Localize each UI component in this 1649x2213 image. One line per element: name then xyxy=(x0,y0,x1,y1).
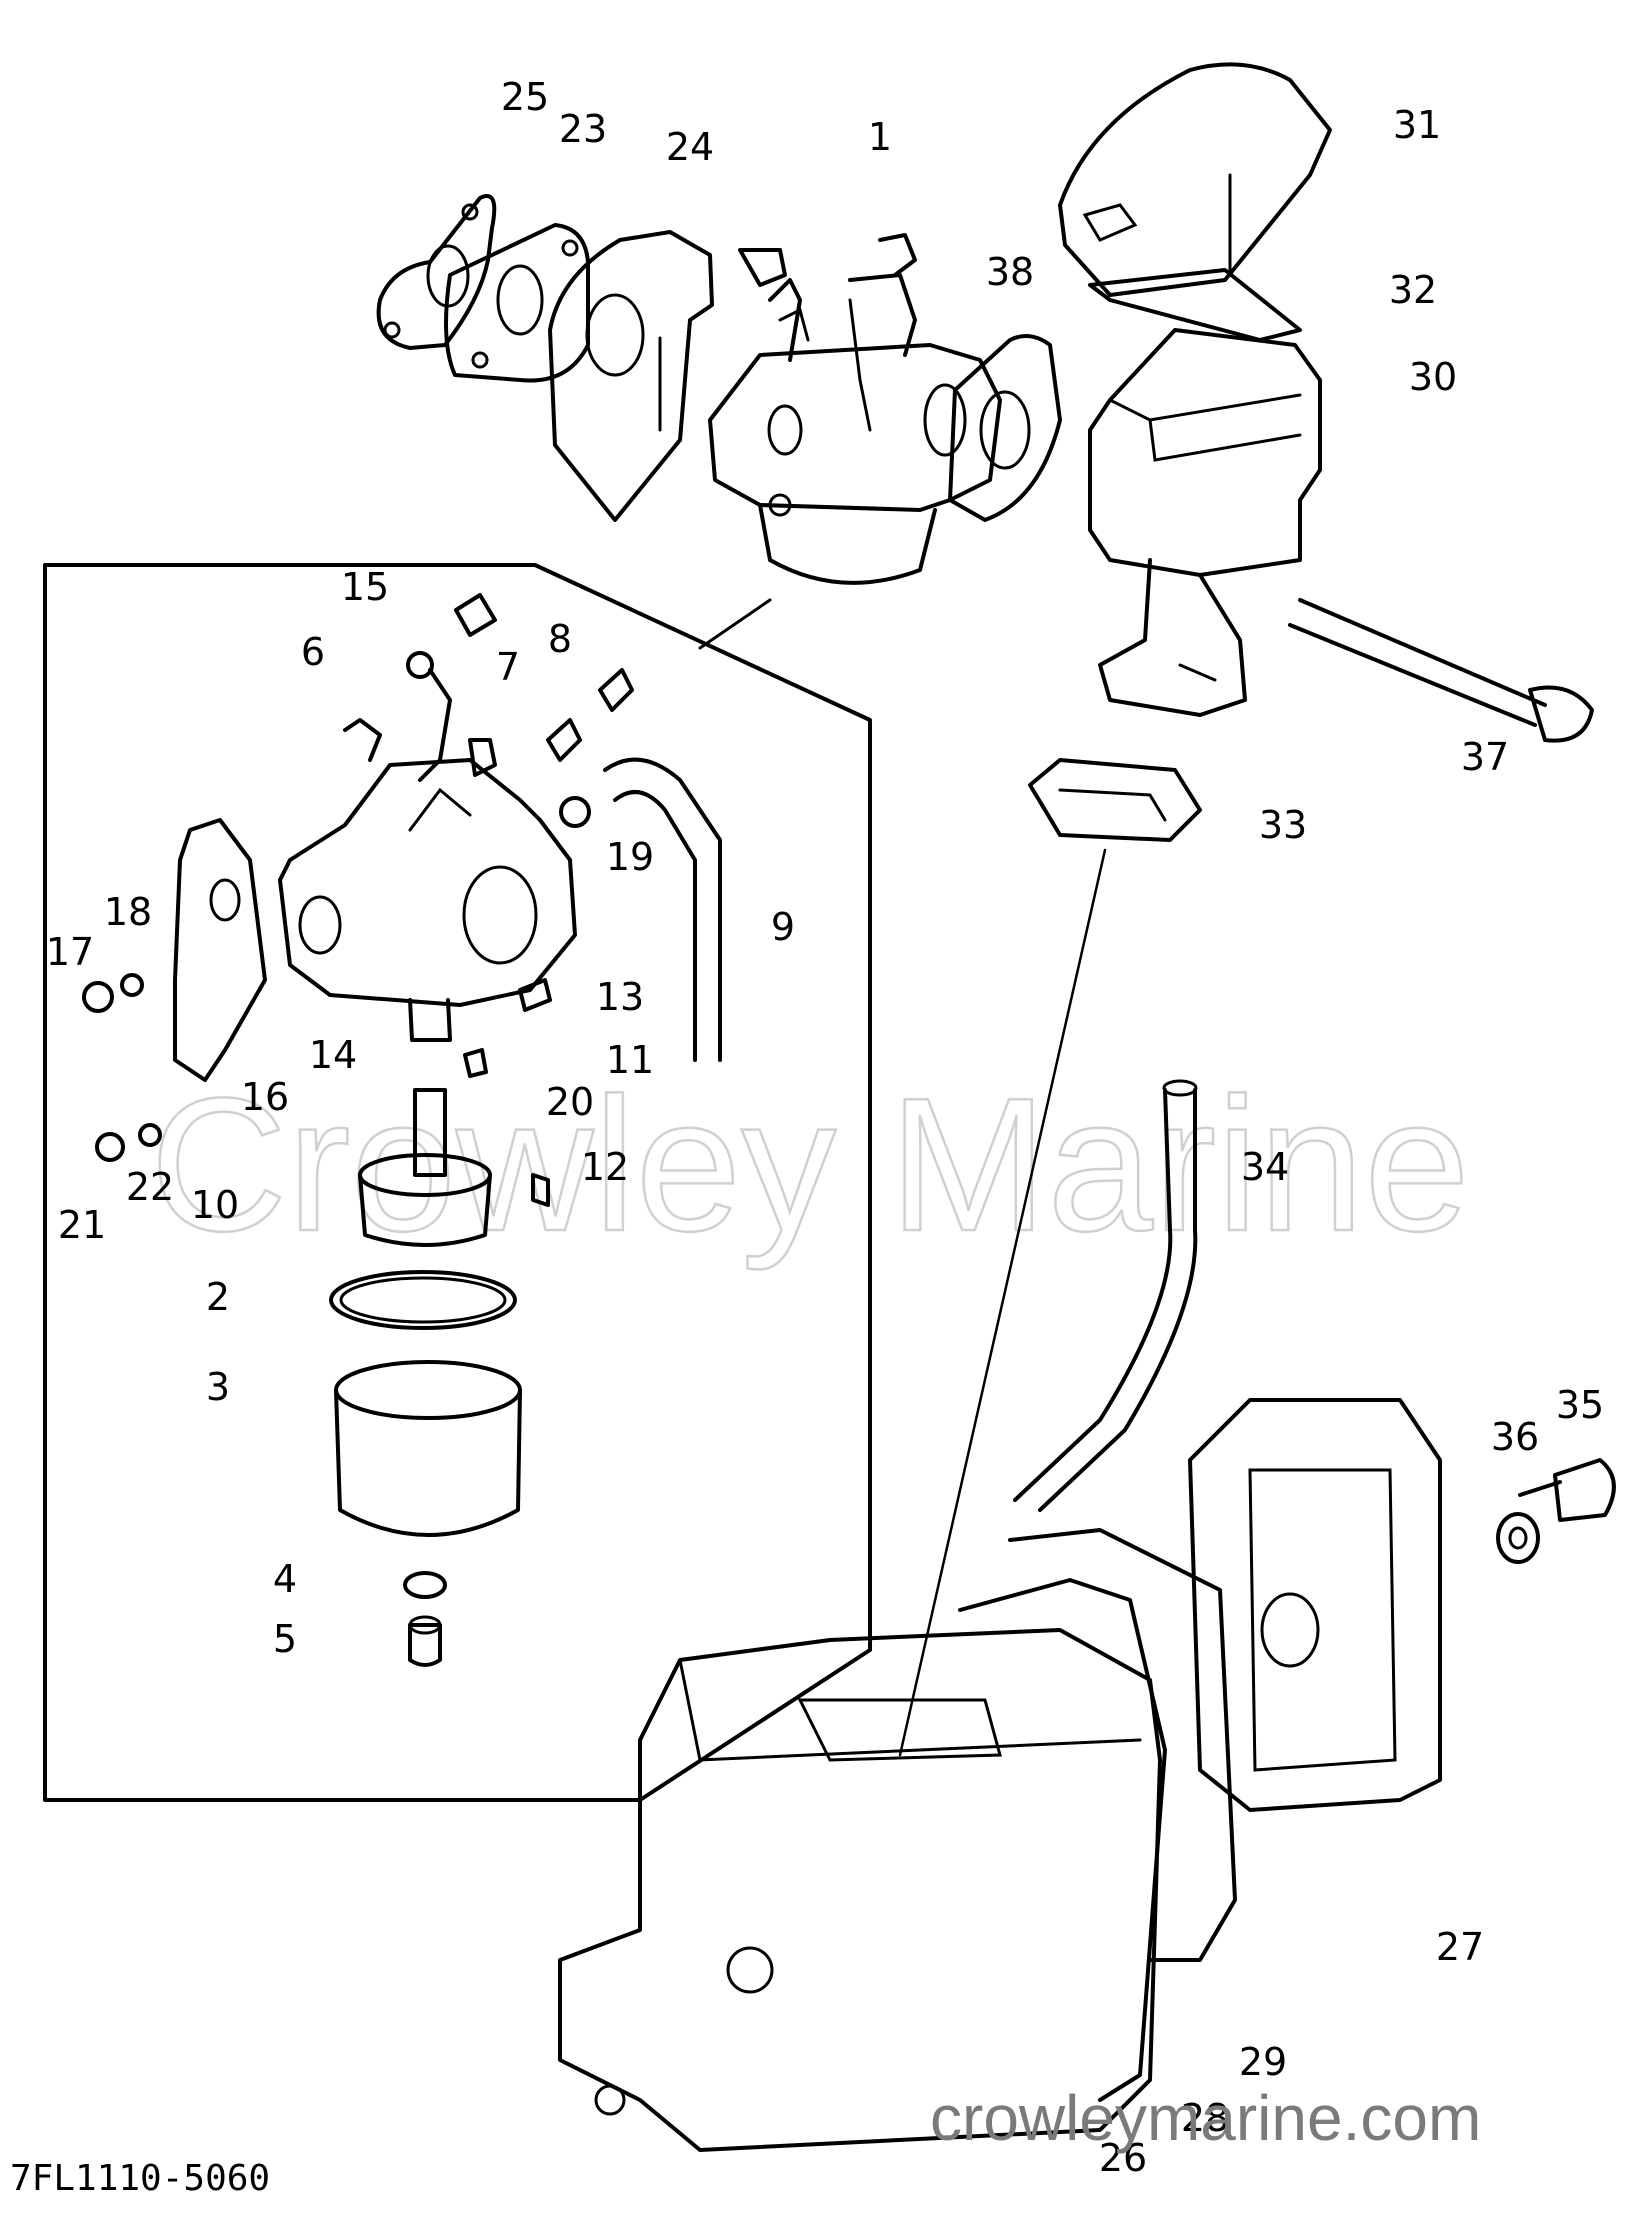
callout-24: 24 xyxy=(666,125,714,169)
callout-35: 35 xyxy=(1556,1383,1604,1427)
callout-36: 36 xyxy=(1491,1415,1539,1459)
callout-9: 9 xyxy=(771,905,795,949)
callout-20: 20 xyxy=(546,1080,594,1124)
bolt-37 xyxy=(1288,598,1594,743)
callout-22: 22 xyxy=(126,1165,174,1209)
inset-frame xyxy=(43,563,872,1802)
float-10 xyxy=(358,1153,492,1247)
callout-6: 6 xyxy=(301,630,325,674)
callout-2: 2 xyxy=(206,1275,230,1319)
callout-34: 34 xyxy=(1241,1145,1289,1189)
diagram-code: 7FL1110-5060 xyxy=(10,2158,270,2199)
callout-17: 17 xyxy=(46,930,94,974)
website-text: crowleymarine.com xyxy=(930,2082,1481,2154)
callout-11: 11 xyxy=(606,1038,654,1082)
drain-screw-5 xyxy=(408,1615,442,1667)
silencer-case-26 xyxy=(558,1628,1162,2152)
callout-15: 15 xyxy=(341,565,389,609)
small-screws-detail xyxy=(82,593,634,1207)
callout-1: 1 xyxy=(868,115,892,159)
callout-27: 27 xyxy=(1436,1925,1484,1969)
cover-27 xyxy=(1188,1398,1442,1812)
callout-25: 25 xyxy=(501,75,549,119)
float-needle-14 xyxy=(413,1088,447,1177)
silencer-cover-31 xyxy=(1058,62,1332,297)
callout-14: 14 xyxy=(309,1033,357,1077)
callout-18: 18 xyxy=(104,890,152,934)
callout-8: 8 xyxy=(548,617,572,661)
seal-29 xyxy=(1008,1528,1237,1962)
callout-28: 28 xyxy=(1181,2096,1229,2140)
gasket-25 xyxy=(376,194,497,350)
seal-32 xyxy=(1088,268,1302,342)
callout-21: 21 xyxy=(58,1203,106,1247)
o-ring-2 xyxy=(329,1270,517,1330)
carburetor-body-1 xyxy=(708,233,1002,585)
callout-13: 13 xyxy=(596,975,644,1019)
washer-4 xyxy=(403,1571,447,1599)
float-bowl-3 xyxy=(334,1360,522,1537)
callout-37: 37 xyxy=(1461,735,1509,779)
callout-12: 12 xyxy=(581,1145,629,1189)
callout-38: 38 xyxy=(986,250,1034,294)
callout-19: 19 xyxy=(606,835,654,879)
fuel-tube-34 xyxy=(1013,1079,1198,1512)
washer-36 xyxy=(1496,1512,1540,1564)
silencer-body-30 xyxy=(1088,328,1322,717)
callout-16: 16 xyxy=(241,1075,289,1119)
hose-9 xyxy=(603,757,722,1062)
callout-31: 31 xyxy=(1393,103,1441,147)
gasket-33 xyxy=(1028,758,1202,842)
callout-7: 7 xyxy=(496,645,520,689)
spacer-23 xyxy=(444,223,590,383)
gasket-28 xyxy=(958,1578,1167,2102)
callout-30: 30 xyxy=(1409,355,1457,399)
callout-23: 23 xyxy=(559,107,607,151)
callout-33: 33 xyxy=(1259,803,1307,847)
callout-4: 4 xyxy=(273,1557,297,1601)
carburetor-body-detail xyxy=(278,668,577,1042)
callout-5: 5 xyxy=(273,1617,297,1661)
plate-24 xyxy=(548,230,714,522)
callout-26: 26 xyxy=(1099,2136,1147,2180)
callout-10: 10 xyxy=(191,1183,239,1227)
callout-29: 29 xyxy=(1239,2040,1287,2084)
gasket-38 xyxy=(948,334,1062,522)
bracket-16 xyxy=(173,818,267,1082)
callout-32: 32 xyxy=(1389,268,1437,312)
bolt-35 xyxy=(1518,1458,1616,1522)
callout-3: 3 xyxy=(206,1365,230,1409)
